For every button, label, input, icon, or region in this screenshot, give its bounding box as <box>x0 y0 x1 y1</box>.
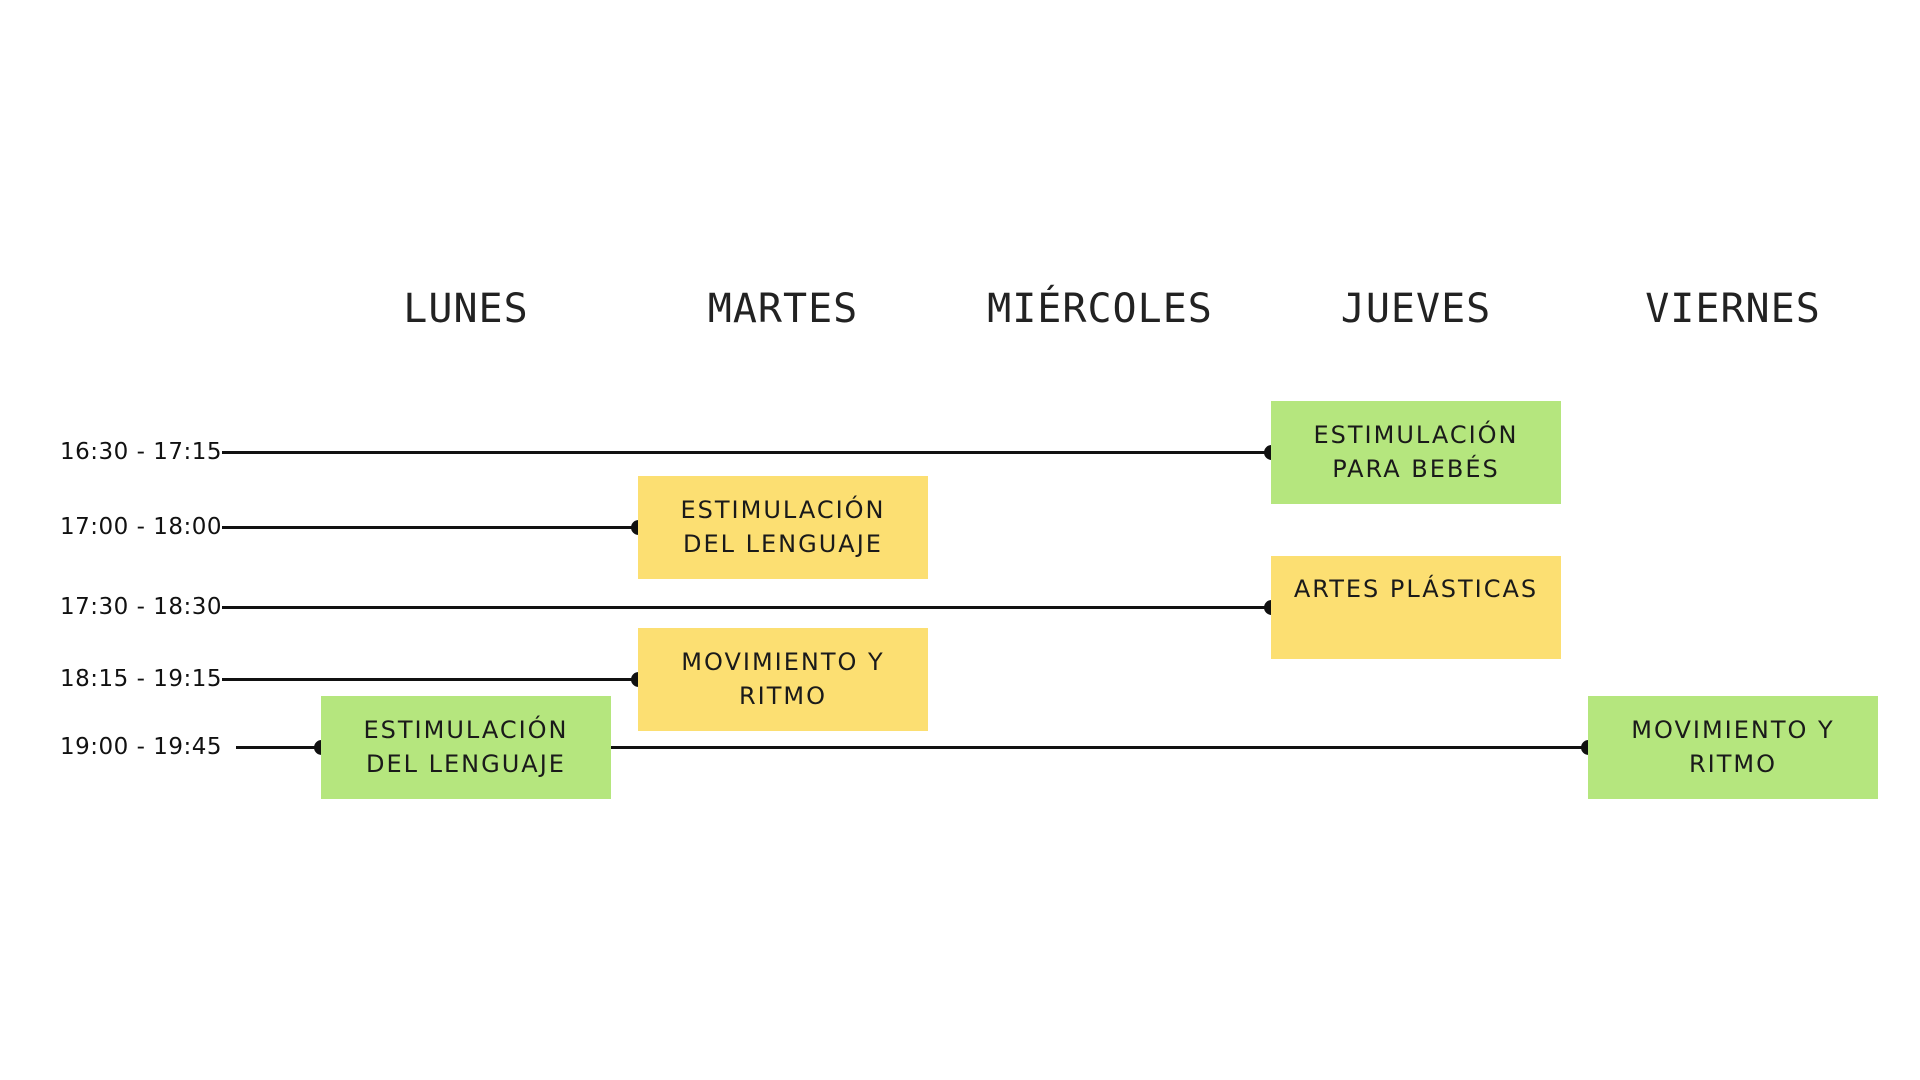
time-label-1700: 17:00 - 18:00 <box>60 514 222 540</box>
day-header-viernes: VIERNES <box>1645 286 1821 332</box>
day-header-lunes: LUNES <box>403 286 529 332</box>
connector-line-viernes-1900 <box>611 745 1588 749</box>
connector-line-jueves-1630 <box>222 450 1271 454</box>
time-label-1815: 18:15 - 19:15 <box>60 666 222 692</box>
day-header-miercoles: MIÉRCOLES <box>987 286 1213 332</box>
event-title: ESTIMULACIÓN DEL LENGUAJE <box>363 716 569 778</box>
connector-line-lunes-1900 <box>236 745 321 749</box>
event-card-movimiento-y-ritmo-viernes: MOVIMIENTO Y RITMO <box>1588 695 1878 799</box>
time-label-1630: 16:30 - 17:15 <box>60 439 222 465</box>
event-title: ESTIMULACIÓN DEL LENGUAJE <box>680 496 886 558</box>
event-title: ARTES PLÁSTICAS <box>1293 574 1539 603</box>
event-card-estimulacion-para-bebes: ESTIMULACIÓN PARA BEBÉS <box>1271 400 1561 504</box>
day-header-jueves: JUEVES <box>1340 286 1492 332</box>
event-card-artes-plasticas: ARTES PLÁSTICAS <box>1271 555 1561 659</box>
time-label-1900: 19:00 - 19:45 <box>60 734 222 760</box>
day-header-martes: MARTES <box>707 286 859 332</box>
time-label-1730: 17:30 - 18:30 <box>60 594 222 620</box>
event-title: MOVIMIENTO Y RITMO <box>681 648 885 710</box>
event-title: ESTIMULACIÓN PARA BEBÉS <box>1313 421 1519 483</box>
event-card-movimiento-y-ritmo-martes: MOVIMIENTO Y RITMO <box>638 627 928 731</box>
event-title: MOVIMIENTO Y RITMO <box>1631 716 1835 778</box>
connector-line-martes-1700 <box>222 525 638 529</box>
connector-line-martes-1815 <box>222 677 638 681</box>
connector-line-jueves-1730 <box>222 605 1271 609</box>
event-card-estimulacion-del-lenguaje-lunes: ESTIMULACIÓN DEL LENGUAJE <box>321 695 611 799</box>
event-card-estimulacion-del-lenguaje-martes: ESTIMULACIÓN DEL LENGUAJE <box>638 475 928 579</box>
